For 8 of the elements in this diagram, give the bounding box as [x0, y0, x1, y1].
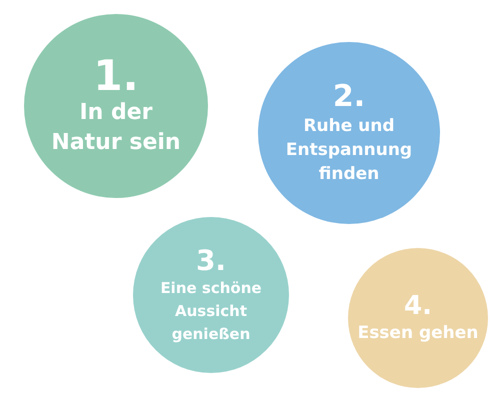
step-number: 3.: [196, 244, 226, 276]
step-number: 2.: [332, 80, 366, 114]
step-number: 4.: [404, 291, 432, 321]
step-text: Essen gehen: [356, 322, 480, 345]
step-number: 1.: [93, 54, 139, 98]
step-text: Ruhe und Entspannung finden: [284, 115, 414, 186]
step-text: Eine schöne Aussicht genießen: [159, 278, 263, 344]
step-text: In der Natur sein: [50, 99, 182, 157]
